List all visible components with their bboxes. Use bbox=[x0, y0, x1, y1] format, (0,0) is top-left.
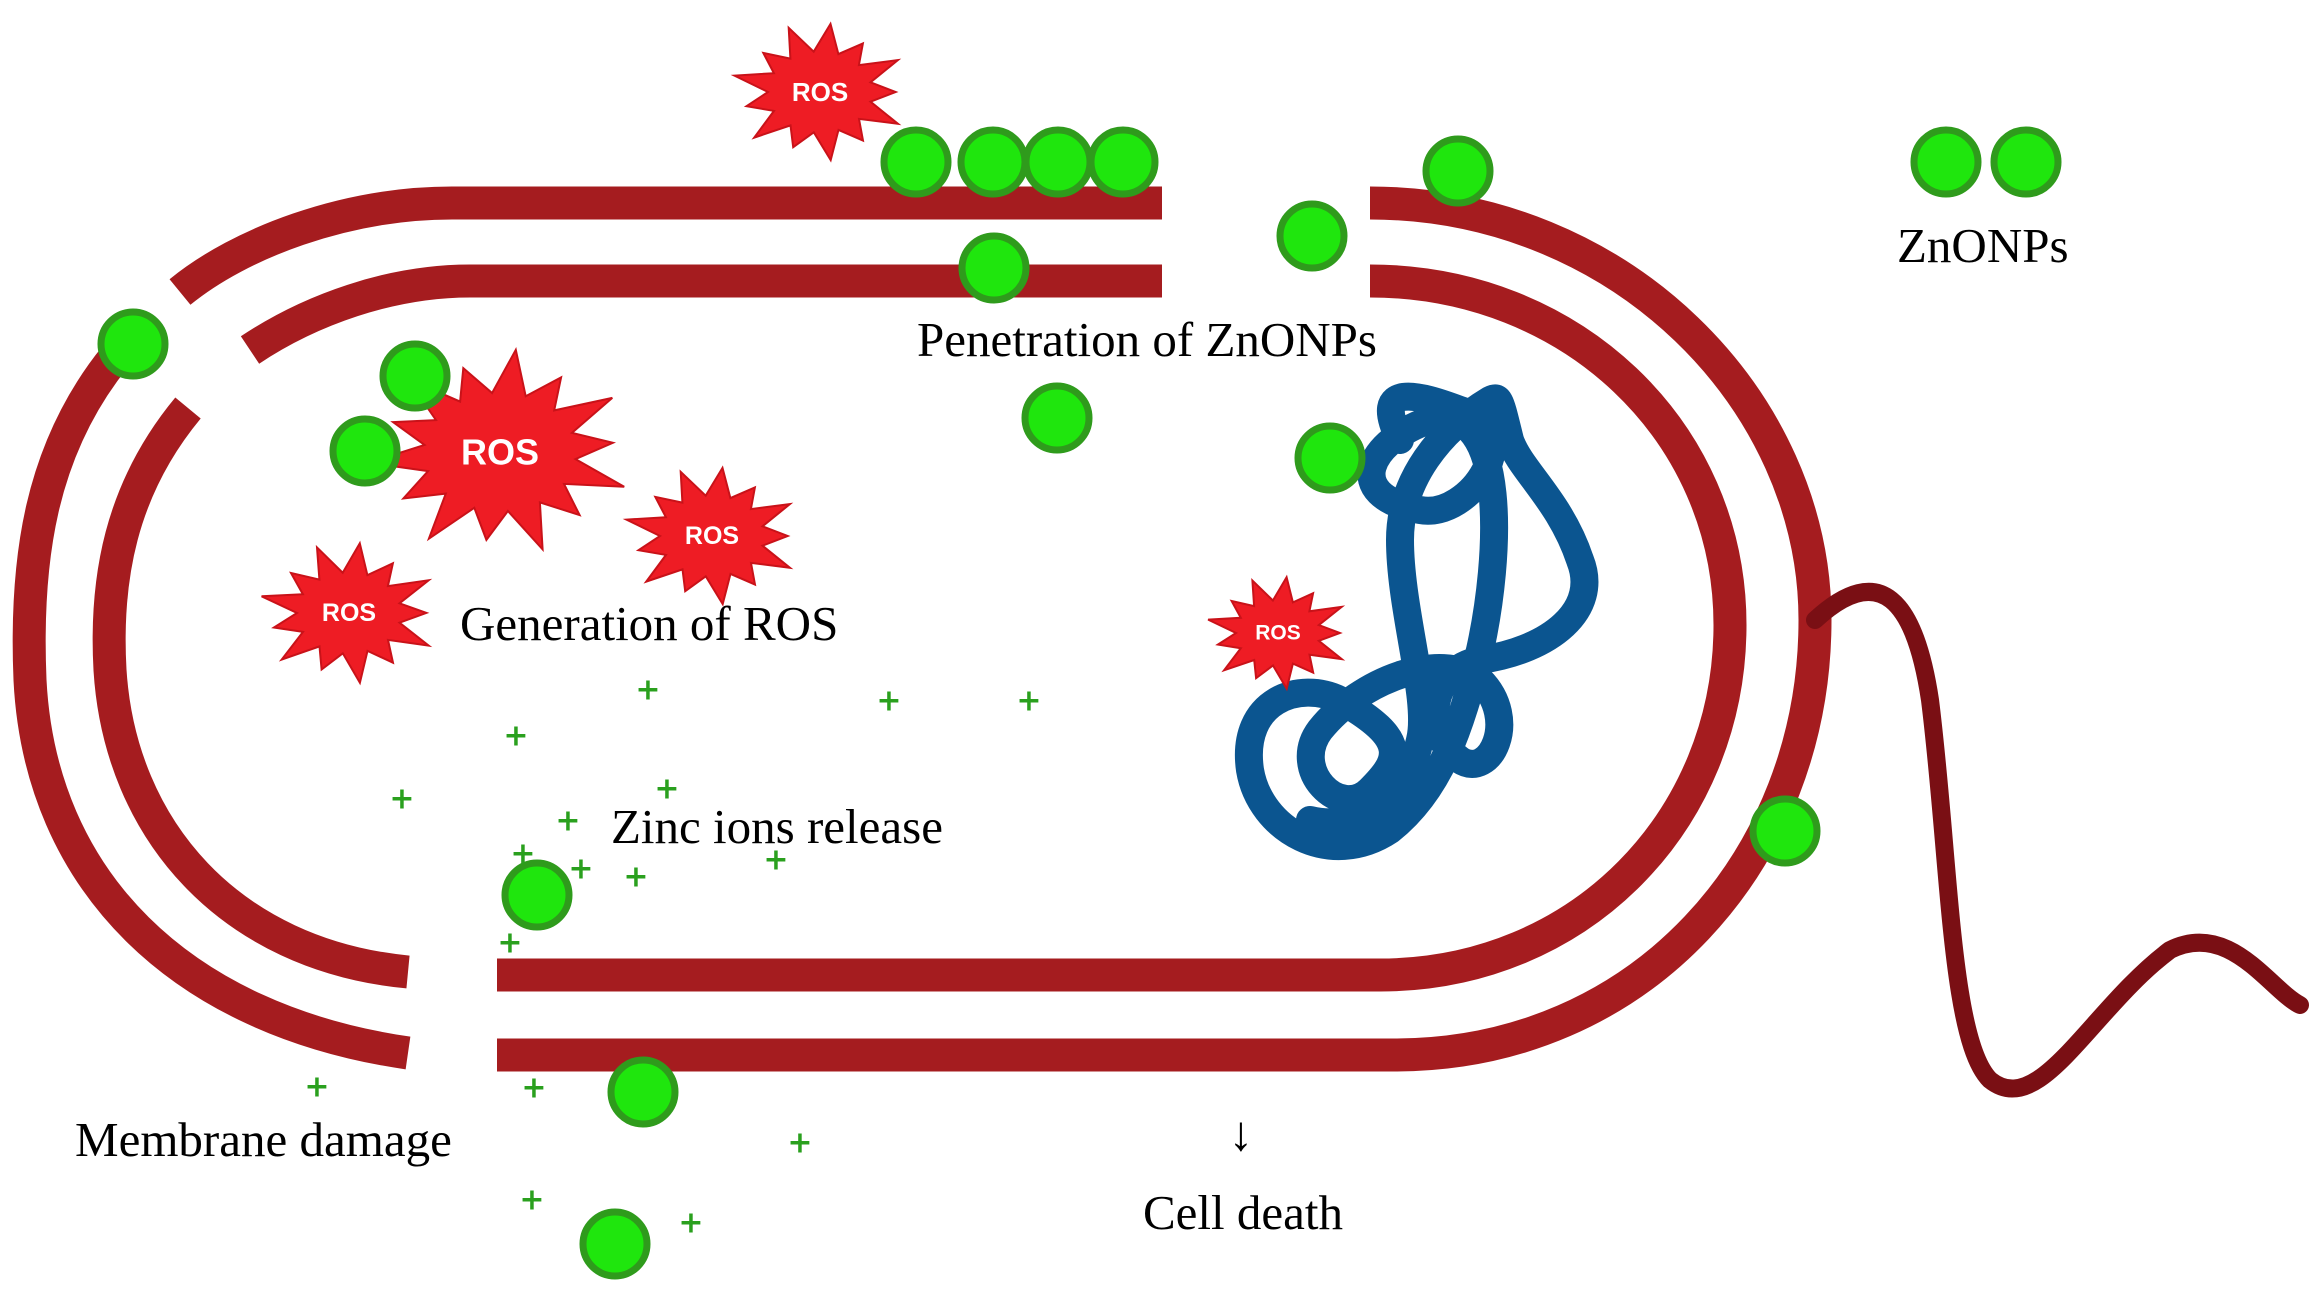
zinc-ion-plus: + bbox=[519, 1183, 544, 1218]
zinc-ions: + + + + + + + + + + + + + + + + + bbox=[304, 673, 1041, 1241]
nanoparticle bbox=[1749, 795, 1821, 867]
outer-membrane-top-left bbox=[169, 186, 1162, 305]
zinc-ion-plus: + bbox=[1016, 684, 1041, 719]
nanoparticle bbox=[379, 340, 451, 412]
legend-nanoparticle bbox=[1910, 126, 1982, 198]
zinc-ion-plus: + bbox=[787, 1126, 812, 1161]
outer-membrane-right bbox=[1369, 186, 1832, 1072]
zinc-ion-plus: + bbox=[497, 926, 522, 961]
nanoparticle bbox=[1021, 382, 1093, 454]
zinc-ion-plus: + bbox=[510, 837, 535, 872]
legend-nanoparticle bbox=[1990, 126, 2062, 198]
nanoparticle bbox=[1087, 126, 1159, 198]
zinc-ion-plus: + bbox=[654, 772, 679, 807]
ros-burst-dna: ROS bbox=[1207, 574, 1346, 692]
ros-burst-top: ROS bbox=[730, 21, 902, 163]
zinc-ion-plus: + bbox=[389, 782, 414, 817]
ros-label: ROS bbox=[685, 522, 739, 550]
nanoparticle bbox=[1422, 135, 1494, 207]
ros-star-shape bbox=[622, 465, 794, 607]
nanoparticle bbox=[1294, 422, 1366, 494]
flagellum bbox=[1806, 582, 2309, 1098]
legend-label-znonps: ZnONPs bbox=[1897, 218, 2069, 273]
dna-nucleoid bbox=[1234, 382, 1599, 861]
zinc-ion-plus: + bbox=[503, 719, 528, 754]
nanoparticle bbox=[607, 1056, 679, 1128]
ros-label: ROS bbox=[461, 432, 539, 473]
nanoparticle bbox=[958, 232, 1030, 304]
label-penetration: Penetration of ZnONPs bbox=[917, 312, 1377, 367]
nanoparticle bbox=[501, 859, 573, 931]
inner-membrane-right bbox=[1369, 264, 1747, 992]
nanoparticle bbox=[1022, 126, 1094, 198]
zinc-ion-plus: + bbox=[521, 1071, 546, 1106]
ros-burst-left: ROS bbox=[261, 540, 433, 686]
zinc-ion-plus: + bbox=[568, 852, 593, 887]
nanoparticle bbox=[579, 1208, 651, 1280]
zinc-ion-plus: + bbox=[304, 1070, 329, 1105]
ros-label: ROS bbox=[322, 599, 376, 627]
cell-death-arrow: ↓ bbox=[1229, 1106, 1254, 1161]
ros-star-shape bbox=[730, 21, 902, 163]
label-zinc-ions-release: Zinc ions release bbox=[611, 799, 943, 854]
ros-label: ROS bbox=[792, 77, 848, 107]
bacterial-cell bbox=[12, 186, 1832, 1072]
ros-label: ROS bbox=[1255, 622, 1301, 645]
label-membrane-damage: Membrane damage bbox=[75, 1112, 452, 1167]
label-cell-death: Cell death bbox=[1143, 1185, 1343, 1240]
zinc-ion-plus: + bbox=[876, 684, 901, 719]
ros-burst-middle: ROS bbox=[622, 465, 794, 607]
zinc-ion-plus: + bbox=[678, 1206, 703, 1241]
nanoparticles bbox=[97, 126, 2062, 1280]
inner-membrane-top-left bbox=[240, 264, 1162, 364]
zinc-ion-plus: + bbox=[763, 843, 788, 878]
ros-star-shape bbox=[261, 540, 433, 686]
nanoparticle bbox=[329, 415, 401, 487]
nanoparticle bbox=[957, 126, 1029, 198]
nanoparticle bbox=[1276, 200, 1348, 272]
nanoparticle bbox=[880, 126, 952, 198]
nanoparticle bbox=[97, 308, 169, 380]
zinc-ion-plus: + bbox=[555, 804, 580, 839]
zinc-ion-plus: + bbox=[623, 860, 648, 895]
label-generation-of-ros: Generation of ROS bbox=[460, 596, 838, 651]
zinc-ion-plus: + bbox=[635, 673, 660, 708]
inner-membrane-left bbox=[92, 397, 410, 989]
ros-star-shape bbox=[1207, 574, 1346, 692]
outer-membrane-left bbox=[12, 346, 411, 1070]
ros-group: ROS ROS ROS ROS ROS bbox=[261, 21, 1346, 692]
